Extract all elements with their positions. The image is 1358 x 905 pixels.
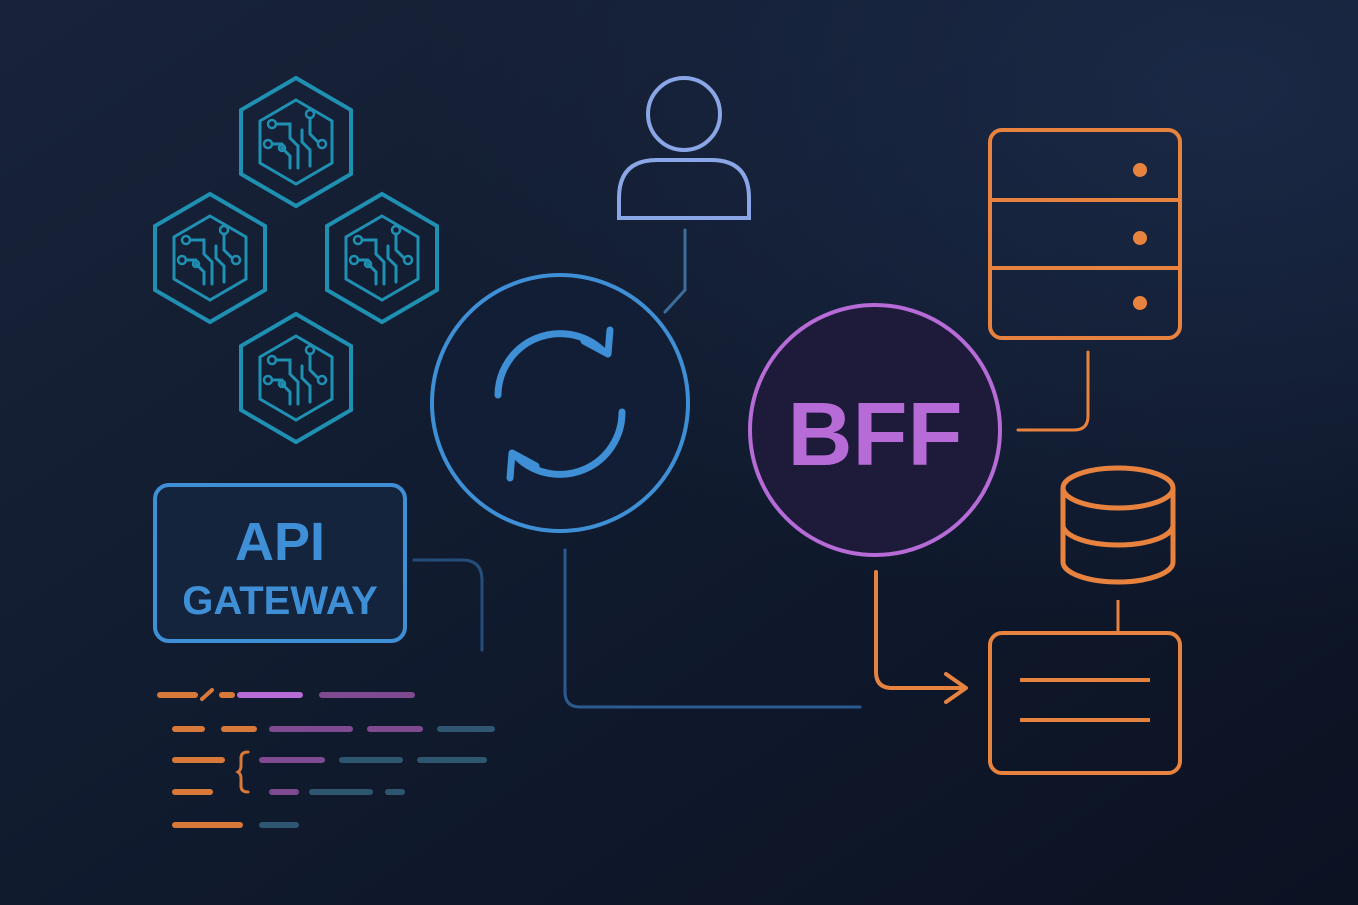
hexagon-circuit-icon [325,191,439,325]
server-connector [1016,350,1090,432]
bff-label: BFF [788,385,963,485]
sync-icon [494,326,626,482]
database-icon [1060,465,1176,585]
api-gateway-label-line2: GATEWAY [182,579,378,623]
sync-node [430,273,690,533]
sync-connector [563,548,862,709]
bff-circle [748,303,1002,557]
sync-circle [430,273,690,533]
microservices-cluster [153,75,439,445]
hexagon-circuit-icon [153,191,267,325]
api-gateway-label-line1: API [235,512,325,572]
server-rack-icon [988,128,1182,340]
arrow-right-icon [944,672,968,704]
hexagon-circuit-icon [239,75,353,209]
list-panel-icon [988,631,1182,775]
code-lines-icon [157,688,495,828]
bff-node: BFF [748,303,1002,557]
user-icon [617,76,751,220]
bff-connector [874,570,964,690]
api-gateway-node: API GATEWAY [153,483,407,643]
gateway-connector [412,558,484,652]
user-connector [663,228,687,314]
hexagon-circuit-icon [239,311,353,445]
api-gateway-box [153,483,407,643]
